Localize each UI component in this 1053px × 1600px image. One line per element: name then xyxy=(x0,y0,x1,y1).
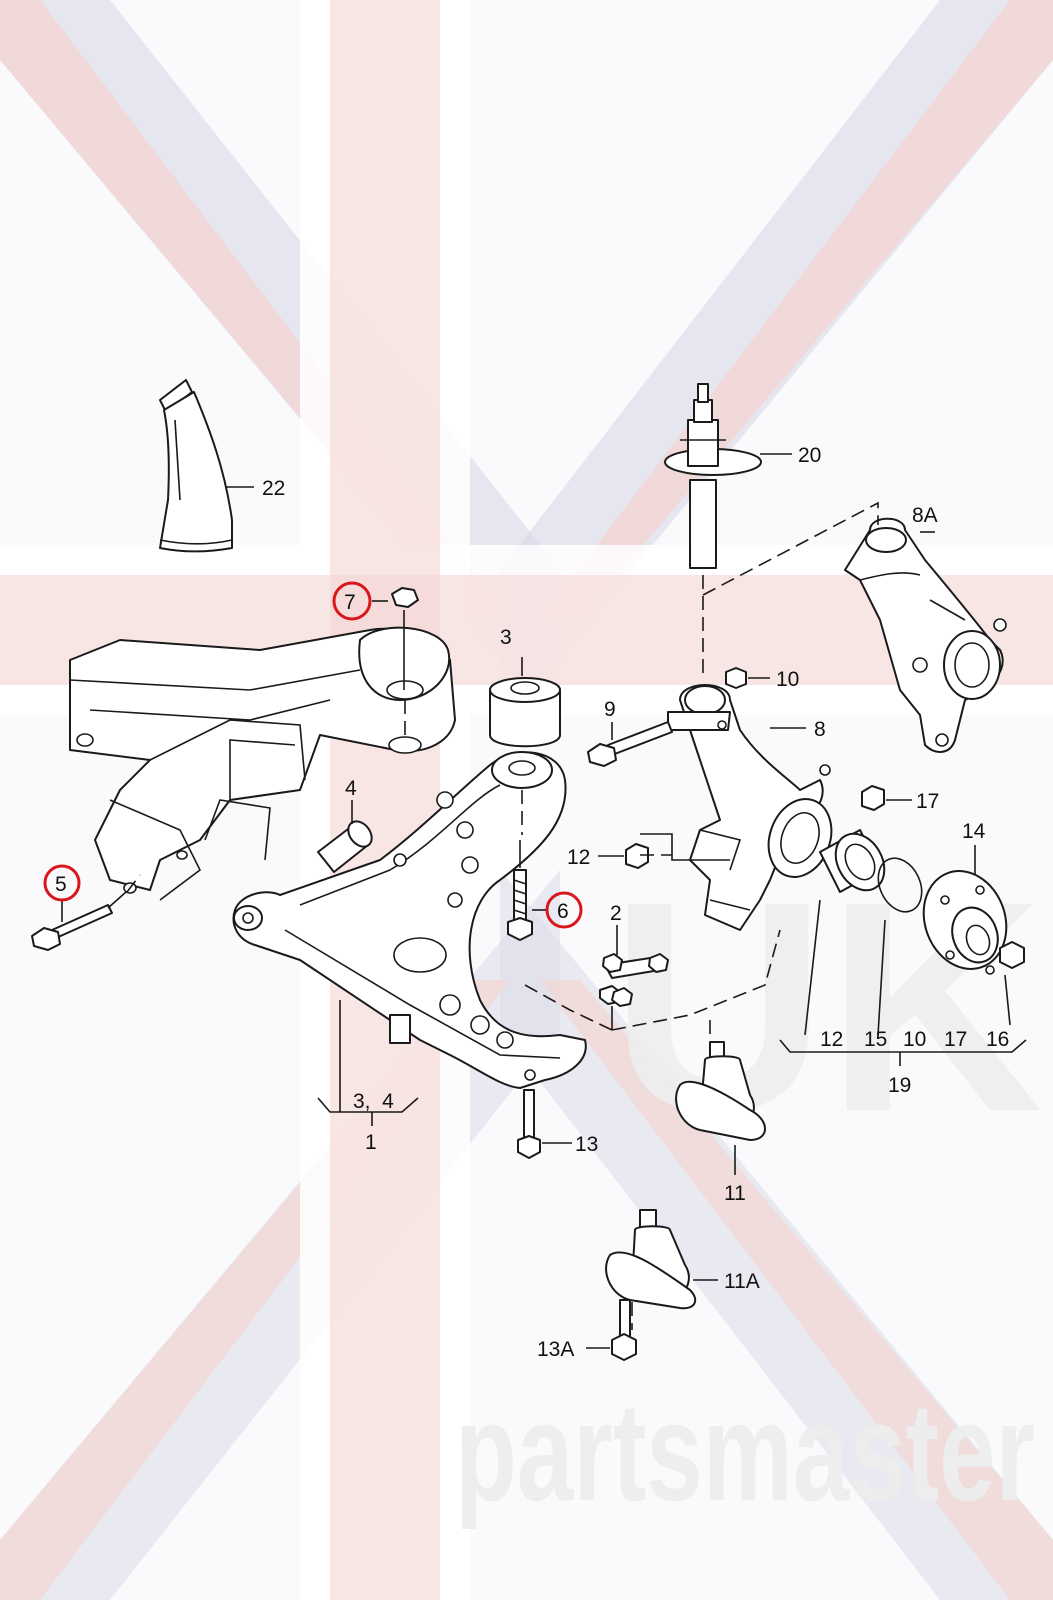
label-17b: 17 xyxy=(944,1028,967,1051)
highlight-marks xyxy=(43,581,583,929)
label-8a: 8A xyxy=(912,504,938,527)
label-2: 2 xyxy=(610,902,622,925)
label-3: 3 xyxy=(500,626,512,649)
label-3-4: 3, 4 xyxy=(353,1090,394,1113)
grease-tube-part-22 xyxy=(159,379,233,553)
label-19: 19 xyxy=(888,1074,911,1097)
label-12b: 12 xyxy=(820,1028,843,1051)
wheel-bearing-housing-part-8 xyxy=(667,684,833,931)
label-11: 11 xyxy=(724,1182,746,1205)
nut-part-12 xyxy=(598,843,649,869)
label-10b: 10 xyxy=(903,1028,926,1051)
label-22: 22 xyxy=(262,477,285,500)
label-13: 13 xyxy=(575,1133,598,1156)
bolt-part-6 xyxy=(507,840,548,941)
bushing-part-3 xyxy=(489,677,561,760)
wheel-bearing-housing-part-8a xyxy=(844,517,1007,753)
nut-part-7 xyxy=(391,587,419,690)
watermark-brand: partsmaster xyxy=(455,1373,1035,1530)
label-15: 15 xyxy=(864,1028,887,1051)
label-4: 4 xyxy=(345,777,357,800)
mounting-bolt-part-20 xyxy=(664,383,762,569)
label-8: 8 xyxy=(814,718,826,741)
link-part-2 xyxy=(599,925,669,1030)
highlight-circle-6 xyxy=(545,891,583,929)
ball-joint-part-11 xyxy=(675,1041,766,1175)
bolt-part-5 xyxy=(31,891,127,951)
label-9: 9 xyxy=(604,698,616,721)
label-5: 5 xyxy=(55,873,67,896)
wheel-bearing-part-15 xyxy=(819,829,886,893)
label-17: 17 xyxy=(916,790,939,813)
bolt-part-13 xyxy=(517,1089,572,1159)
label-14: 14 xyxy=(962,820,986,843)
label-6: 6 xyxy=(557,900,569,923)
label-12: 12 xyxy=(567,846,590,869)
nut-part-17 xyxy=(861,785,912,811)
label-10: 10 xyxy=(776,668,799,691)
part-labels: 22 20 8A 7 3 10 9 8 4 17 14 12 5 6 2 12 … xyxy=(55,444,1009,1361)
leader-lines xyxy=(226,453,1027,1126)
label-13a: 13A xyxy=(537,1338,574,1361)
sleeve-part-4 xyxy=(317,820,373,873)
label-11a: 11A xyxy=(724,1270,760,1293)
hub-part-14 xyxy=(922,845,1008,975)
label-16: 16 xyxy=(986,1028,1009,1051)
hub-bolt-part-16 xyxy=(999,941,1025,1026)
highlight-circle-7 xyxy=(332,581,372,621)
control-arm-part-1 xyxy=(232,751,587,1089)
ball-joint-part-11a xyxy=(586,1209,718,1361)
bolt-part-9 xyxy=(587,721,673,767)
assembly-lines xyxy=(126,501,879,1330)
nut-part-10 xyxy=(725,667,770,689)
label-1: 1 xyxy=(365,1131,377,1154)
label-20: 20 xyxy=(798,444,821,467)
label-7: 7 xyxy=(344,591,356,614)
highlight-circle-5 xyxy=(43,864,81,902)
circlip xyxy=(877,857,923,913)
